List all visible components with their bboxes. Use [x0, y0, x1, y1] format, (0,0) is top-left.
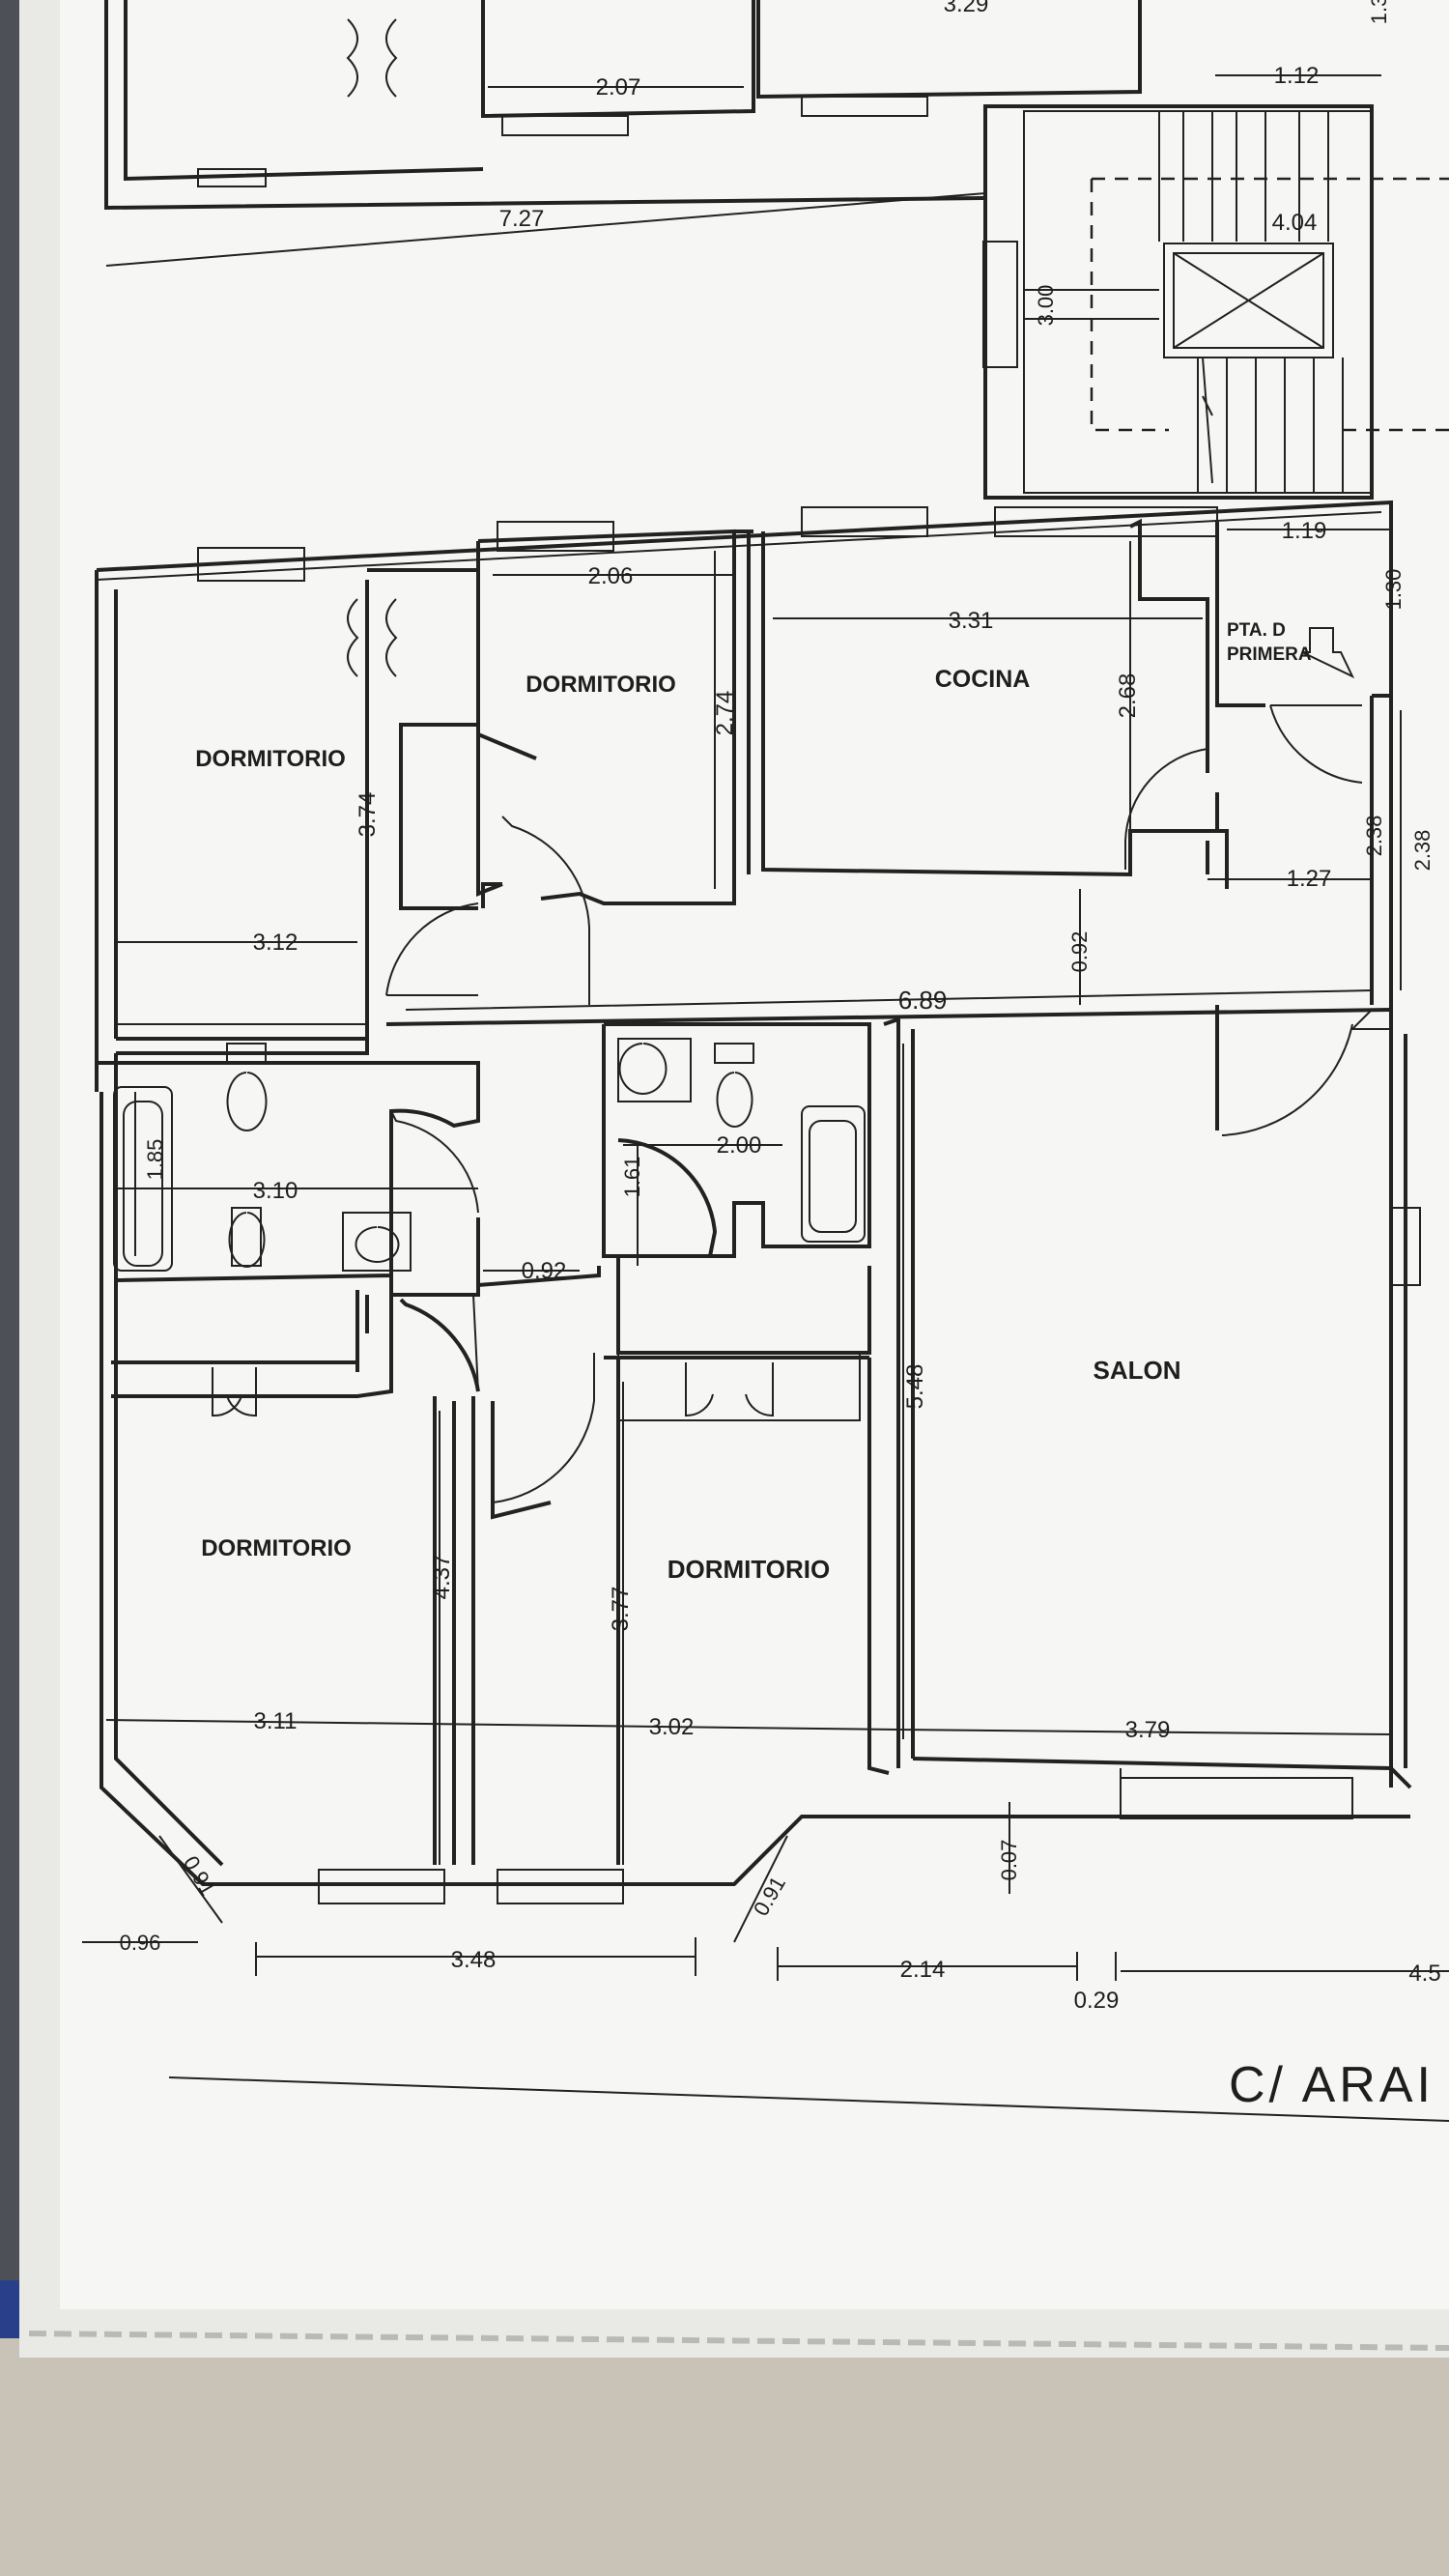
dim-1-61: 1.61	[620, 1157, 644, 1198]
dim-3-02: 3.02	[649, 1714, 695, 1740]
dim-1-85: 1.85	[143, 1139, 167, 1181]
dim-4-04: 4.04	[1272, 210, 1318, 236]
room-labels: DORMITORIO DORMITORIO COCINA DORMITORIO …	[195, 620, 1435, 2113]
apartment-walls	[95, 500, 1449, 2122]
dim-0-92-b: 0.92	[522, 1258, 567, 1284]
dim-0-92-a: 0.92	[1067, 931, 1092, 973]
dim-3-29: 3.29	[944, 0, 989, 17]
room-label-dormitorio-n: DORMITORIO	[526, 672, 676, 698]
paper-sheet	[60, 0, 1449, 2309]
dim-2-74: 2.74	[712, 691, 738, 736]
room-label-cocina: COCINA	[935, 666, 1031, 693]
stairwell	[982, 104, 1449, 500]
dim-3-00: 3.00	[1034, 285, 1058, 327]
dimension-labels: 3.29 2.07 1.12 1.3 7.27 4.04 3.00 2.06 3…	[120, 0, 1441, 2014]
dim-3-77: 3.77	[608, 1587, 634, 1632]
dim-2-00: 2.00	[717, 1132, 762, 1159]
entrance-label-line2: PRIMERA	[1227, 644, 1312, 665]
room-label-dormitorio-nw: DORMITORIO	[195, 746, 346, 772]
dim-4-5: 4.5	[1408, 1961, 1440, 1987]
dim-2-14: 2.14	[900, 1957, 946, 1983]
dim-5-48: 5.48	[902, 1364, 928, 1410]
dim-4-37: 4.37	[429, 1555, 455, 1600]
dim-7-27: 7.27	[499, 206, 545, 232]
upper-unit	[104, 0, 1142, 211]
dim-3-10: 3.10	[253, 1178, 298, 1204]
room-label-dormitorio-s: DORMITORIO	[668, 1555, 831, 1584]
dim-2-06: 2.06	[588, 563, 634, 589]
dim-3-48: 3.48	[451, 1947, 497, 1973]
dim-0-29: 0.29	[1074, 1988, 1120, 2014]
dim-1-30: 1.30	[1381, 569, 1406, 611]
dim-3-11: 3.11	[254, 1708, 298, 1734]
dim-1-12: 1.12	[1274, 63, 1320, 89]
dim-1-3: 1.3	[1367, 0, 1391, 24]
dim-1-27: 1.27	[1287, 866, 1332, 892]
dim-3-79: 3.79	[1125, 1717, 1171, 1743]
room-label-dormitorio-sw: DORMITORIO	[201, 1535, 352, 1561]
dim-3-74: 3.74	[355, 792, 381, 838]
entrance-label-line1: PTA. D	[1227, 620, 1286, 641]
dim-3-31: 3.31	[949, 608, 994, 634]
dim-0-96: 0.96	[120, 1931, 161, 1955]
sleeve-bottom-edge	[28, 2331, 1449, 2351]
dim-2-07: 2.07	[596, 74, 641, 100]
room-label-salon: SALON	[1094, 1356, 1181, 1385]
dim-3-12: 3.12	[253, 930, 298, 956]
dim-0-07: 0.07	[997, 1840, 1021, 1881]
dimension-lines	[82, 74, 1449, 1981]
dim-2-38-a: 2.38	[1362, 816, 1386, 857]
dim-2-68: 2.68	[1115, 673, 1141, 719]
dim-6-89: 6.89	[898, 986, 948, 1015]
dim-2-38-b: 2.38	[1410, 830, 1435, 872]
dim-1-19: 1.19	[1282, 518, 1327, 544]
street-label: C/ ARAI	[1229, 2057, 1435, 2113]
